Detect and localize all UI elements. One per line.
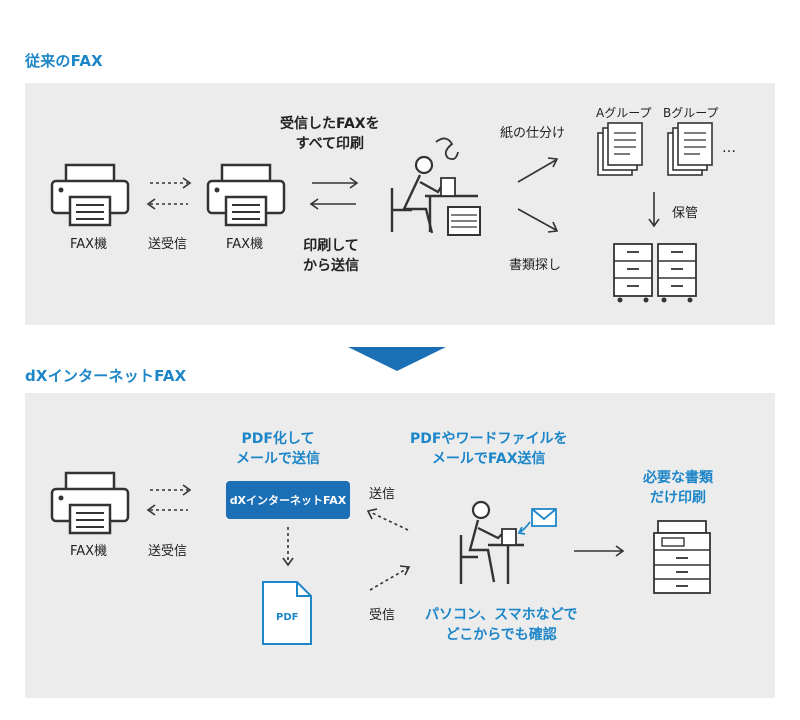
fax-left-label: FAX機 — [70, 237, 108, 252]
printer-icon-3 — [50, 471, 130, 535]
print-then-send-line2: から送信 — [303, 258, 359, 274]
print-needed-line1: 必要な書類 — [643, 470, 713, 486]
pdf-word-text: PDFやワードファイルを メールでFAX送信 — [410, 429, 567, 469]
section-title-traditional: 従来のFAX — [25, 52, 103, 70]
group-a-label: Aグループ — [596, 106, 652, 120]
search-docs-label: 書類探し — [509, 258, 562, 273]
ellipsis-label: … — [722, 140, 736, 156]
pc-phone-text: パソコン、スマホなどで どこからでも確認 — [425, 605, 577, 645]
internet-panel — [25, 393, 775, 698]
print-all-line2: すべて印刷 — [295, 136, 365, 152]
printer-icon — [50, 163, 130, 227]
pdf-send-line2: メールで送信 — [236, 451, 320, 467]
print-needed-line2: だけ印刷 — [650, 490, 706, 506]
receive-label: 受信 — [369, 608, 396, 623]
pdf-send-text: PDF化して メールで送信 — [236, 429, 320, 469]
group-b-label: Bグループ — [663, 106, 719, 120]
pc-phone-line2: どこからでも確認 — [445, 627, 557, 643]
fax-right-label: FAX機 — [226, 237, 264, 252]
store-label: 保管 — [672, 206, 699, 221]
pdf-icon-label: PDF — [276, 612, 299, 623]
print-needed-text: 必要な書類 だけ印刷 — [643, 468, 713, 508]
pdf-word-line1: PDFやワードファイルを — [410, 431, 568, 447]
section-title-internet: dXインターネットFAX — [25, 367, 187, 385]
printer-icon-2 — [206, 163, 286, 227]
send-label: 送信 — [369, 487, 396, 502]
print-then-send-text: 印刷して から送信 — [303, 236, 359, 276]
pc-phone-line1: パソコン、スマホなどで — [425, 607, 578, 623]
print-all-text: 受信したFAXを すべて印刷 — [280, 114, 380, 154]
send-receive-label-internet: 送受信 — [148, 544, 188, 559]
print-then-send-line1: 印刷して — [303, 238, 359, 254]
pdf-send-line1: PDF化して — [241, 431, 315, 447]
send-receive-label: 送受信 — [148, 237, 188, 252]
service-box: dXインターネットFAX — [226, 481, 350, 519]
fax-label-internet: FAX機 — [70, 544, 108, 559]
print-all-line1: 受信したFAXを — [280, 116, 380, 132]
pdf-word-line2: メールでFAX送信 — [431, 451, 546, 467]
sort-paper-label: 紙の仕分け — [500, 126, 566, 141]
